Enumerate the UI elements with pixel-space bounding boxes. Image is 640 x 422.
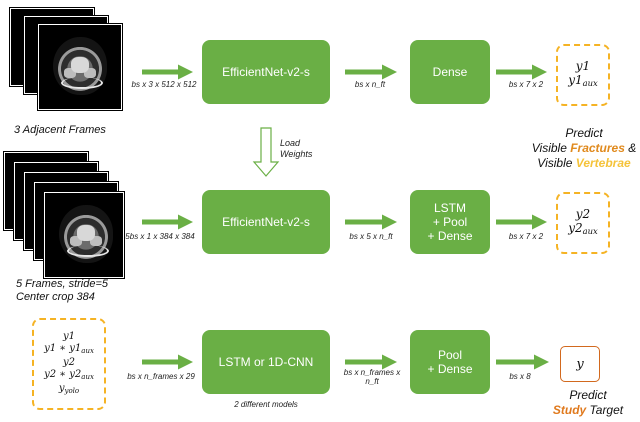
- output-y2-box: y2 y2aux: [556, 192, 610, 254]
- model-note: 2 different models: [234, 400, 298, 409]
- out-dim-label: bs x 7 x 2: [508, 232, 544, 241]
- out-dim-label: bs x 8: [509, 372, 531, 381]
- mid-dim-label: bs x 5 x n_ft: [349, 232, 393, 241]
- output-y2-aux-base: y2: [568, 221, 583, 236]
- out-dim-label: bs x 7 x 2: [508, 80, 544, 89]
- input-dim-label: 5bs x 1 x 384 x 384: [125, 232, 195, 241]
- output-aux-subscript: aux: [582, 226, 598, 237]
- ct-frame: [44, 192, 124, 278]
- lstm-pool-dense-box: LSTM + Pool + Dense: [410, 190, 490, 254]
- visible-label: Visible: [531, 141, 571, 155]
- output-y1-aux-base: y1: [568, 73, 583, 88]
- ampersand-label: &: [624, 141, 637, 155]
- predict-label: Predict: [569, 388, 607, 402]
- efficientnet-box-1: EfficientNet-v2-s: [202, 40, 330, 104]
- input-aux-subscript: aux: [81, 347, 94, 356]
- dense-head-box: Dense: [410, 40, 490, 104]
- efficientnet-box-2: EfficientNet-v2-s: [202, 190, 330, 254]
- predict-visible-note: Predict Visible Fractures & Visible Vert…: [528, 126, 640, 171]
- stack-caption-line1: 5 Frames, stride=5: [16, 278, 109, 290]
- predict-study-note: Predict Study Target: [540, 388, 636, 418]
- study-target-box: y: [560, 346, 600, 382]
- stack-caption: 3 Adjacent Frames: [14, 124, 106, 136]
- output-y1: y1: [575, 59, 591, 74]
- input-y-yolo: y: [58, 382, 65, 394]
- output-y2: y2: [575, 207, 591, 222]
- pool-dense-box: Pool + Dense: [410, 330, 490, 394]
- load-weights-arrow: [252, 127, 280, 177]
- output-y1-box: y1 y1aux: [556, 44, 610, 106]
- input-yolo-subscript: yolo: [64, 386, 80, 395]
- output-aux-subscript: aux: [582, 78, 598, 89]
- aggregate-inputs-box: y1 y1 ∗ y1aux y2 y2 ∗ y2aux yyolo: [32, 318, 106, 410]
- study-label: Study: [552, 403, 587, 417]
- input-dim-label: bs x n_frames x 29: [127, 372, 195, 381]
- visible-label: Visible: [537, 156, 576, 170]
- sequence-model-box: LSTM or 1D-CNN: [202, 330, 330, 394]
- vertebrae-label: Vertebrae: [575, 156, 631, 170]
- input-y1: y1: [62, 331, 75, 343]
- input-dim-label: bs x 3 x 512 x 512: [131, 80, 197, 89]
- target-label: Target: [586, 403, 624, 417]
- mid-dim-label: bs x n_frames x n_ft: [343, 368, 401, 386]
- input-y2-product: y2 ∗ y2: [44, 369, 82, 381]
- input-y2: y2: [62, 357, 75, 369]
- input-y1-product: y1 ∗ y1: [44, 343, 82, 355]
- fractures-label: Fractures: [570, 141, 625, 155]
- stack-caption-line2: Center crop 384: [16, 291, 95, 303]
- ct-frame: [38, 24, 122, 110]
- mid-dim-label: bs x n_ft: [354, 80, 386, 89]
- load-weights-label: Load Weights: [280, 138, 313, 159]
- predict-label: Predict: [565, 126, 603, 140]
- input-aux-subscript: aux: [81, 372, 94, 381]
